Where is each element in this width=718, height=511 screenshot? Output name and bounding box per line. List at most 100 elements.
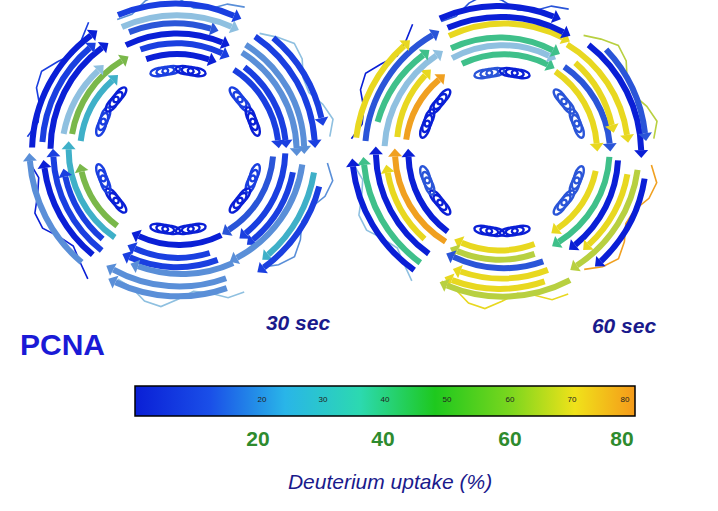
scale-number: 20	[246, 428, 269, 449]
alpha-helix	[248, 117, 262, 137]
beta-strand	[146, 54, 209, 59]
beta-strand	[575, 63, 612, 125]
strand-head	[551, 10, 561, 23]
strand-head	[279, 139, 293, 148]
beta-strand	[135, 249, 210, 258]
beta-strand	[139, 235, 221, 245]
alpha-helix	[435, 87, 453, 106]
beta-strand	[452, 280, 545, 289]
strand-head	[429, 29, 439, 41]
alpha-helix	[235, 95, 253, 114]
strand-head	[620, 134, 634, 143]
strand-head	[590, 143, 604, 152]
strand-head	[107, 75, 118, 86]
strand-head	[297, 146, 311, 154]
color-bar	[135, 386, 635, 416]
beta-strand	[116, 282, 227, 296]
strand-head	[402, 149, 416, 157]
bar-tick: 80	[621, 396, 630, 404]
alpha-helix	[94, 163, 108, 183]
beta-strand	[122, 15, 232, 27]
beta-strand	[353, 167, 414, 271]
bar-tick: 20	[258, 396, 267, 404]
strand-head	[595, 256, 606, 267]
strand-head	[346, 159, 360, 168]
strand-head	[122, 251, 132, 264]
beta-strand	[457, 251, 534, 260]
strand-head	[446, 251, 456, 264]
strand-head	[118, 55, 129, 67]
alpha-helix	[187, 67, 206, 78]
beta-strand	[440, 6, 554, 18]
alpha-helix	[111, 85, 129, 104]
beta-strand	[447, 280, 570, 296]
scale-number: 60	[498, 428, 521, 449]
strand-head	[552, 236, 563, 248]
strand-head	[38, 160, 52, 169]
bar-tick: 40	[381, 396, 390, 404]
strand-head	[207, 53, 217, 66]
strand-head	[603, 143, 617, 152]
strand-head	[560, 26, 570, 38]
strand-head	[634, 150, 648, 158]
strand-head	[432, 50, 443, 62]
strand-head	[381, 165, 395, 174]
alpha-helix	[559, 97, 577, 116]
strand-head	[419, 50, 430, 61]
strand-head	[369, 146, 383, 154]
strand-head	[231, 9, 241, 22]
beta-strand	[601, 179, 645, 262]
beta-strand	[462, 54, 548, 64]
strand-head	[229, 20, 239, 33]
time-label: 30 sec	[266, 312, 330, 333]
strand-head	[551, 223, 562, 234]
strand-head	[388, 149, 402, 157]
bar-tick: 60	[506, 396, 515, 404]
scale-number: 80	[610, 428, 633, 449]
bar-tick: 70	[568, 396, 577, 404]
beta-strand	[606, 50, 645, 134]
scale-number: 40	[371, 428, 394, 449]
strand-head	[434, 74, 445, 85]
beta-strand	[45, 168, 93, 255]
bar-tick: 30	[319, 396, 328, 404]
strand-head	[130, 260, 140, 273]
alpha-helix	[511, 69, 530, 80]
strand-head	[399, 40, 410, 51]
alpha-helix	[418, 165, 432, 185]
beta-strand	[356, 46, 404, 138]
strand-head	[357, 157, 371, 166]
strand-head	[638, 132, 652, 141]
strand-head	[570, 260, 581, 272]
beta-strand	[454, 257, 544, 268]
strand-head	[93, 65, 104, 76]
beta-strand	[141, 43, 223, 53]
beta-strand	[32, 35, 91, 147]
beta-strand	[461, 270, 548, 279]
beta-strand	[30, 161, 82, 262]
beta-strand	[129, 24, 211, 33]
beta-strand	[229, 157, 273, 230]
axis-caption: Deuterium uptake (%)	[288, 471, 492, 492]
beta-strand	[138, 263, 233, 274]
strand-head	[87, 30, 98, 41]
beta-strand	[452, 45, 549, 58]
strand-head	[62, 141, 76, 149]
alpha-helix	[103, 186, 121, 205]
alpha-helix	[150, 223, 169, 234]
beta-strand	[113, 270, 226, 287]
beta-strand	[126, 33, 222, 45]
strand-head	[219, 47, 229, 60]
strand-head	[315, 116, 329, 125]
alpha-helix	[551, 198, 569, 217]
strand-head	[257, 262, 268, 273]
beta-strand	[451, 38, 553, 51]
strand-head	[583, 239, 594, 250]
pcna-ring-30s	[23, 0, 333, 307]
strand-head	[108, 276, 118, 289]
beta-strand	[273, 38, 321, 118]
strand-head	[106, 263, 116, 275]
alpha-helix	[474, 225, 493, 236]
strand-head	[220, 36, 230, 49]
